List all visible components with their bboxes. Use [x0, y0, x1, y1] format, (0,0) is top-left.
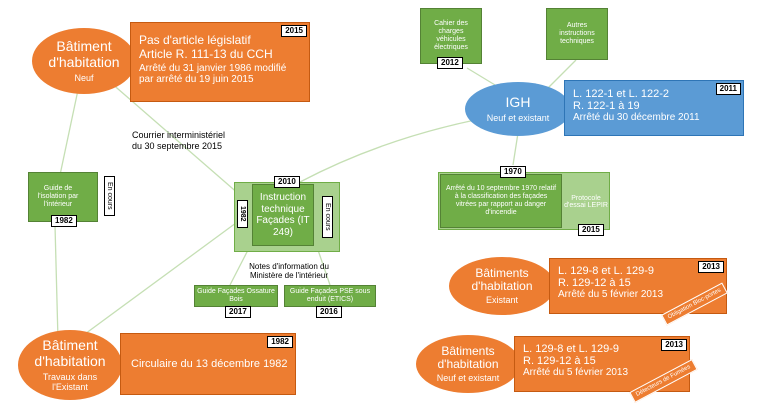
arrete-1970-text: Arrêté du 10 septembre 1970 relatif à la… — [445, 184, 557, 217]
cahier-text: Cahier des charges véhicules électriques — [434, 19, 468, 52]
autres-text: Autres instructions techniques — [559, 21, 595, 46]
reg-line-3: Arrêté du 31 janvier 1986 modifié — [139, 63, 287, 74]
circulaire-text: Circulaire du 13 décembre 1982 — [131, 358, 288, 370]
connector-it249-igh — [299, 119, 476, 183]
box-guide-ossature-bois: Guide Façades Ossature Bois — [194, 285, 278, 307]
year-badge: 2012 — [437, 57, 463, 69]
ellipse-igh: IGH Neuf et existant — [465, 82, 571, 136]
neuf-existant-line-3: Arrêté du 5 février 2013 — [523, 367, 629, 378]
connector-autres-igh — [547, 59, 577, 89]
year-badge: 2013 — [661, 339, 687, 351]
neuf-existant-line-1: L. 129-8 et L. 129-9 — [523, 343, 620, 355]
year-badge: 2017 — [225, 306, 251, 318]
courrier-line-2: du 30 septembre 2015 — [132, 140, 223, 151]
guide-pse-text: Guide Façades PSE sous enduit (ETICS) — [289, 287, 371, 303]
year-badge: 2015 — [281, 25, 307, 37]
existant-line-1: L. 129-8 et L. 129-9 — [558, 265, 655, 277]
ellipse-batiments-existant: Bâtiments d'habitation Existant — [449, 257, 555, 315]
notes-information-label: Notes d'information du Ministère de l'in… — [234, 262, 344, 280]
box-autres-instructions: Autres instructions techniques — [546, 8, 608, 60]
connector-it249-bois — [229, 249, 249, 286]
reg-line-4: par arrêté du 19 juin 2015 — [139, 74, 254, 85]
igh-line-2: R. 122-1 à 19 — [573, 100, 640, 112]
box-2015-regulation: Pas d'article législatif Article R. 111-… — [130, 22, 310, 102]
protocole-text: Protocole d'essai LEPIR — [564, 195, 608, 209]
ellipse-title: Bâtiments d'habitation — [471, 265, 533, 293]
guide-isolation-text: Guide de l'isolation par l'intérieur — [37, 184, 79, 209]
existant-line-3: Arrêté du 5 février 2013 — [558, 289, 664, 300]
ellipse-subtitle: Neuf et existant — [486, 112, 550, 123]
connector-igh-1970 — [512, 132, 519, 166]
year-badge: 2015 — [578, 224, 604, 236]
ellipse-subtitle: Existant — [485, 295, 518, 306]
notes-line-1: Notes d'information du — [249, 262, 329, 271]
box-2011-regulation: L. 122-1 et L. 122-2 R. 122-1 à 19 Arrêt… — [564, 80, 744, 136]
neuf-existant-line-2: R. 129-12 à 15 — [523, 355, 596, 367]
year-badge-top: 2010 — [274, 176, 300, 188]
connector-travaux-it249 — [69, 219, 241, 346]
year-badge: 2016 — [316, 306, 342, 318]
box-it249: Instruction technique Façades (IT 249) — [252, 184, 314, 246]
status-tag-en-cours: En cours — [322, 196, 333, 238]
connector-it249-pse — [317, 249, 331, 286]
ellipse-batiment-neuf: Bâtiment d'habitation Neuf — [32, 28, 136, 94]
ellipse-subtitle: Neuf — [74, 72, 94, 83]
reg-line-1: Pas d'article législatif — [139, 33, 251, 47]
ellipse-title: IGH — [505, 94, 531, 111]
year-badge: 2013 — [698, 261, 724, 273]
box-cahier-charges: Cahier des charges véhicules électriques… — [420, 8, 482, 69]
ellipse-batiments-neuf-existant: Bâtiments d'habitation Neuf et existant — [416, 335, 520, 393]
igh-line-1: L. 122-1 et L. 122-2 — [573, 88, 670, 100]
box-guide-pse: Guide Façades PSE sous enduit (ETICS) — [284, 285, 376, 307]
ellipse-subtitle: Travaux dans l'Existant — [42, 371, 98, 392]
ellipse-title: Bâtiment d'habitation — [48, 38, 120, 70]
it249-text: Instruction technique Façades (IT 249) — [256, 192, 310, 238]
igh-line-3: Arrêté du 30 décembre 2011 — [573, 112, 700, 123]
connector-guide-travaux — [54, 224, 59, 341]
connector-neuf-guide — [59, 89, 79, 176]
ellipse-title: Bâtiment d'habitation — [34, 337, 106, 369]
guide-bois-text: Guide Façades Ossature Bois — [197, 287, 275, 303]
ellipse-subtitle: Neuf et existant — [436, 373, 500, 384]
year-badge: 2011 — [715, 83, 741, 95]
ellipse-title: Bâtiments d'habitation — [437, 343, 499, 371]
courrier-label: Courrier interministériel du 30 septembr… — [132, 130, 252, 152]
box-guide-isolation: Guide de l'isolation par l'intérieur 198… — [28, 172, 98, 227]
notes-line-2: Ministère de l'intérieur — [249, 271, 328, 281]
year-badge: 1982 — [51, 215, 77, 227]
box-arrete-1970: Arrêté du 10 septembre 1970 relatif à la… — [440, 174, 562, 228]
box-1982-circulaire: Circulaire du 13 décembre 1982 1982 — [120, 333, 296, 395]
courrier-line-1: Courrier interministériel — [132, 130, 226, 140]
reg-line-2: Article R. 111-13 du CCH — [139, 47, 273, 61]
year-badge: 1982 — [267, 336, 293, 348]
year-badge-side: 1982 — [237, 200, 248, 228]
existant-line-2: R. 129-12 à 15 — [558, 277, 631, 289]
year-badge: 1970 — [500, 166, 526, 178]
box-protocole: Protocole d'essai LEPIR — [564, 178, 608, 226]
ellipse-batiment-travaux: Bâtiment d'habitation Travaux dans l'Exi… — [18, 330, 122, 400]
status-tag-en-cours: En cours — [104, 176, 115, 216]
